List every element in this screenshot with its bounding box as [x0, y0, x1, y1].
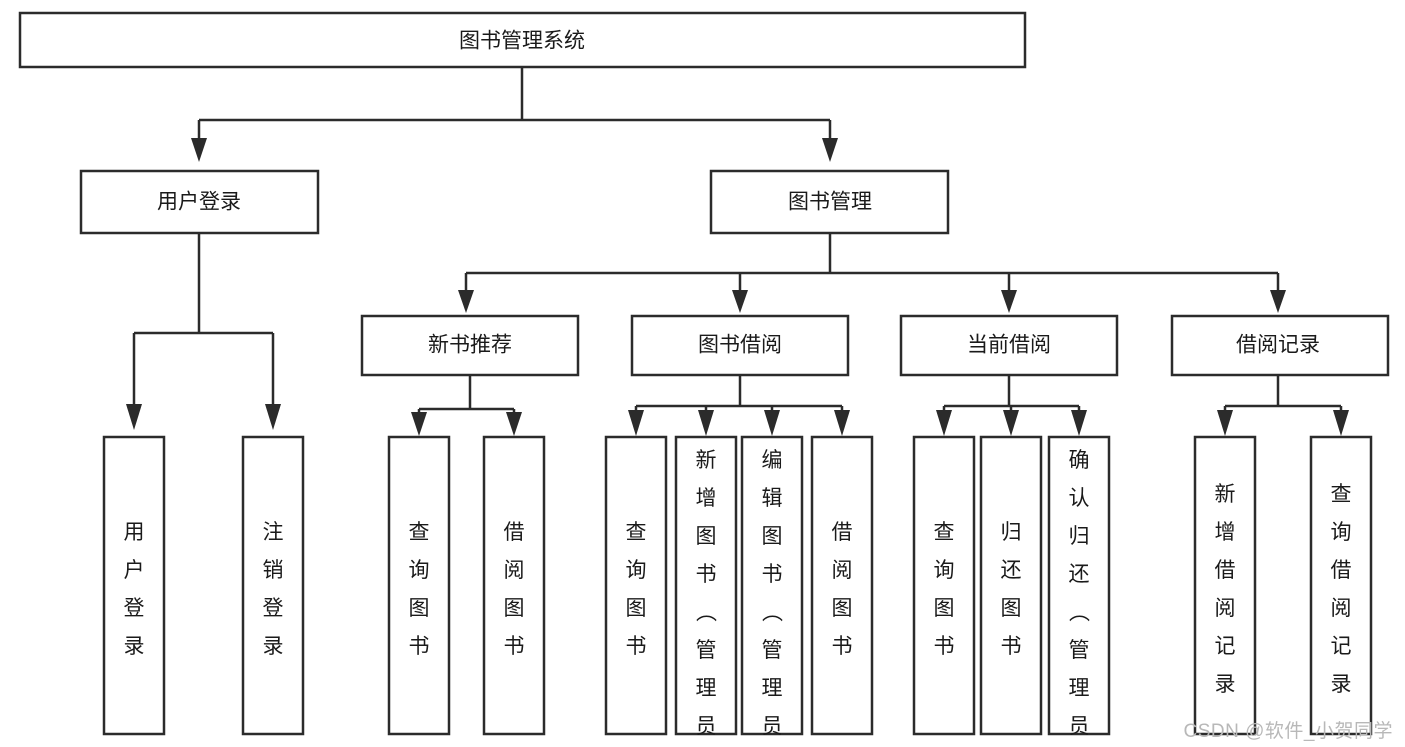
node-borrow-record[interactable]: 借阅记录: [1170, 314, 1390, 377]
connector-group-new-book: [411, 375, 522, 436]
connector-group-borrow-record: [1217, 375, 1349, 436]
node-leaf-bb-edit-book-box[interactable]: [740, 435, 804, 736]
vertical-label-layer: 用户登录 注销登录 查询图书 借阅图书 查询图书 新增图书（管理员） 编辑图书（管理员） 借阅…: [124, 449, 1352, 747]
node-root-box[interactable]: [18, 11, 1027, 69]
node-leaf-user-login-label: 用户登录: [124, 521, 145, 658]
node-leaf-bb-borrow-book-label: 借阅图书: [832, 521, 853, 658]
node-leaf-bb-query-book-box[interactable]: [604, 435, 668, 736]
node-leaf-nb-borrow-book-label: 借阅图书: [504, 521, 525, 658]
node-leaf-cb-return-book[interactable]: [979, 435, 1043, 736]
node-leaf-br-add-record-box[interactable]: [1193, 435, 1257, 736]
node-leaf-user-login-box[interactable]: [102, 435, 166, 736]
node-leaf-cb-confirm-return-box[interactable]: [1047, 435, 1111, 736]
node-leaf-cb-confirm-return-label: 确认归还（管理员）: [1069, 449, 1091, 747]
arrow-head-nb-leaf-2: [506, 412, 522, 436]
node-new-book-recommend-box[interactable]: [360, 314, 580, 377]
arrow-head-cb-leaf-3: [1071, 410, 1087, 436]
node-leaf-br-query-record-label: 查询借阅记录: [1331, 483, 1352, 696]
arrow-head-new-book: [458, 290, 474, 313]
node-leaf-nb-query-book[interactable]: [387, 435, 451, 736]
node-leaf-logout-box[interactable]: [241, 435, 305, 736]
node-borrow-record-label: 借阅记录: [1236, 334, 1320, 357]
node-leaf-bb-query-book-label: 查询图书: [626, 521, 647, 658]
arrow-head-br-leaf-2: [1333, 410, 1349, 436]
node-leaf-nb-borrow-book-box[interactable]: [482, 435, 546, 736]
node-leaf-bb-query-book[interactable]: [604, 435, 668, 736]
arrow-head-bb-leaf-4: [834, 410, 850, 436]
node-book-borrow-label: 图书借阅: [698, 334, 782, 357]
node-leaf-br-query-record[interactable]: [1309, 435, 1373, 736]
connector-group-current-borrow: [936, 375, 1087, 436]
node-leaf-br-add-record[interactable]: [1193, 435, 1257, 736]
node-leaf-nb-query-book-label: 查询图书: [409, 521, 430, 658]
arrow-head-borrow-record: [1270, 290, 1286, 313]
arrow-head-current-borrow: [1001, 290, 1017, 313]
node-leaf-nb-query-book-box[interactable]: [387, 435, 451, 736]
node-user-login-label: 用户登录: [157, 191, 241, 214]
node-leaf-cb-confirm-return[interactable]: [1047, 435, 1111, 736]
node-leaf-logout-label: 注销登录: [263, 521, 284, 658]
arrow-head-cb-leaf-1: [936, 410, 952, 436]
node-root-label: 图书管理系统: [459, 30, 585, 53]
arrow-head-nb-leaf-1: [411, 412, 427, 436]
node-leaf-cb-return-book-label: 归还图书: [1001, 521, 1022, 658]
node-current-borrow-label: 当前借阅: [967, 334, 1051, 357]
node-current-borrow-box[interactable]: [899, 314, 1119, 377]
node-leaf-bb-edit-book[interactable]: [740, 435, 804, 736]
node-leaf-cb-return-book-box[interactable]: [979, 435, 1043, 736]
node-book-management-label: 图书管理: [788, 191, 872, 214]
node-new-book-recommend-label: 新书推荐: [428, 334, 512, 357]
arrow-head-bb-leaf-1: [628, 410, 644, 436]
node-leaf-br-add-record-label: 新增借阅记录: [1215, 483, 1236, 696]
node-root[interactable]: 图书管理系统: [18, 11, 1027, 69]
node-leaf-cb-query-book-label: 查询图书: [934, 521, 955, 658]
node-new-book-recommend[interactable]: 新书推荐: [360, 314, 580, 377]
connector-group-book-borrow: [628, 375, 850, 436]
arrow-head-leaf-user-login: [126, 404, 142, 430]
node-user-login-box[interactable]: [79, 169, 320, 235]
node-leaf-br-query-record-box[interactable]: [1309, 435, 1373, 736]
node-user-login[interactable]: 用户登录: [79, 169, 320, 235]
arrow-head-bb-leaf-2: [698, 410, 714, 436]
connector-group-root: [191, 67, 838, 162]
arrow-head-br-leaf-1: [1217, 410, 1233, 436]
node-leaf-bb-edit-book-label: 编辑图书（管理员）: [762, 449, 784, 747]
connector-group-user-login: [126, 233, 281, 430]
node-leaf-user-login[interactable]: [102, 435, 166, 736]
arrow-head-bb-leaf-3: [764, 410, 780, 436]
node-leaf-logout[interactable]: [241, 435, 305, 736]
node-book-borrow[interactable]: 图书借阅: [630, 314, 850, 377]
node-borrow-record-box[interactable]: [1170, 314, 1390, 377]
node-current-borrow[interactable]: 当前借阅: [899, 314, 1119, 377]
connector-group-book-mgmt: [458, 233, 1286, 313]
node-leaf-bb-add-book-label: 新增图书（管理员）: [696, 449, 718, 747]
watermark-text: CSDN @软件_小贺同学: [1183, 721, 1393, 742]
node-leaf-bb-add-book[interactable]: [674, 435, 738, 736]
arrow-head-cb-leaf-2: [1003, 410, 1019, 436]
node-book-borrow-box[interactable]: [630, 314, 850, 377]
arrow-head-book-mgmt: [822, 138, 838, 162]
arrow-head-leaf-logout: [265, 404, 281, 430]
node-leaf-nb-borrow-book[interactable]: [482, 435, 546, 736]
node-leaf-cb-query-book[interactable]: [912, 435, 976, 736]
node-leaf-cb-query-book-box[interactable]: [912, 435, 976, 736]
arrow-head-book-borrow: [732, 290, 748, 313]
node-book-management[interactable]: 图书管理: [709, 169, 950, 235]
node-book-management-box[interactable]: [709, 169, 950, 235]
node-leaf-bb-borrow-book[interactable]: [810, 435, 874, 736]
node-leaf-bb-add-book-box[interactable]: [674, 435, 738, 736]
node-leaf-bb-borrow-book-box[interactable]: [810, 435, 874, 736]
